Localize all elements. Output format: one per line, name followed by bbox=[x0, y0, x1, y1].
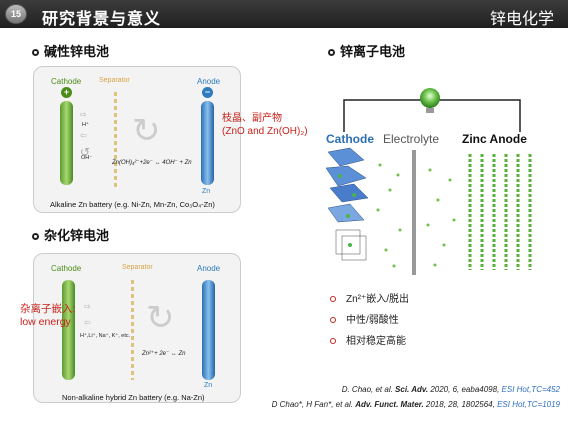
bullet-ring-icon bbox=[330, 296, 336, 303]
cathode-rod bbox=[60, 101, 73, 185]
zinc-ion-bullet: 中性/弱酸性 bbox=[330, 311, 399, 326]
zn-label: Zn bbox=[204, 382, 213, 389]
zinc-cathode-label: Cathode bbox=[326, 132, 374, 146]
separator-line bbox=[131, 280, 134, 380]
hybrid-equation: Zn²⁺+ 2e⁻ ↔ Zn bbox=[142, 351, 186, 357]
separator-label: Separator bbox=[122, 264, 153, 271]
zinc-ion-illustration: Cathode Electrolyte Zinc Anode bbox=[325, 88, 532, 275]
alkaline-diagram: Cathode Separator Anode + − H⁺ ⇨ ⇦ OH⁻ ↺… bbox=[33, 66, 241, 213]
alkaline-heading: 碱性锌电池 bbox=[32, 41, 109, 60]
arrow-right-icon: ⇨ bbox=[84, 302, 91, 311]
reference-1: D. Chao, et al. Sci. Adv. 2020, 6, eaba4… bbox=[341, 385, 560, 394]
alkaline-caption: Alkaline Zn battery (e.g. Ni-Zn, Mn-Zn, … bbox=[50, 200, 215, 209]
slide-number-badge: 15 bbox=[5, 4, 27, 24]
arrow-left-icon: ⇦ bbox=[84, 318, 91, 327]
bullet-circle-icon bbox=[32, 49, 39, 57]
cycle-arrow-icon: ↺ bbox=[80, 145, 91, 159]
hybrid-note: 杂离子嵌入: low energy bbox=[20, 303, 76, 328]
separator-label: Separator bbox=[99, 77, 130, 84]
electrolyte-label: Electrolyte bbox=[383, 132, 439, 146]
zn-label: Zn bbox=[202, 188, 211, 195]
bullet-circle-icon bbox=[328, 49, 335, 57]
hybrid-caption: Non-alkaline hybrid Zn battery (e.g. Na-… bbox=[62, 393, 205, 402]
zinc-ion-bullet: 相对稳定高能 bbox=[330, 332, 406, 347]
cathode-label: Cathode bbox=[51, 77, 82, 86]
alkaline-note: 枝晶、副产物 (ZnO and Zn(OH)₂) bbox=[222, 113, 308, 137]
cathode-label: Cathode bbox=[51, 264, 82, 273]
section-title: 锌电化学 bbox=[489, 11, 554, 28]
hybrid-ions-label: H⁺,Li⁺, Na⁺, K⁺, etc. bbox=[80, 333, 131, 339]
hybrid-heading: 杂化锌电池 bbox=[32, 225, 109, 244]
zinc-ion-diagram: Cathode Electrolyte Zinc Anode bbox=[320, 70, 560, 280]
minus-terminal-icon: − bbox=[202, 87, 213, 98]
oh-ion-label: OH⁻ bbox=[81, 155, 93, 161]
slide-header: 15 研究背景与意义 锌电化学 bbox=[0, 0, 568, 28]
zinc-ion-heading: 锌离子电池 bbox=[328, 41, 405, 60]
separator-line bbox=[114, 92, 117, 187]
electrolyte-separator bbox=[412, 150, 416, 275]
bullet-ring-icon bbox=[330, 317, 336, 324]
reaction-cycle-icon: ↻ bbox=[132, 112, 161, 150]
bullet-circle-icon bbox=[32, 233, 39, 241]
zinc-anode-columns bbox=[468, 154, 532, 270]
hybrid-diagram: Cathode Separator Anode ⇨ H⁺,Li⁺, Na⁺, K… bbox=[33, 253, 241, 403]
alkaline-equation: Zn(OH)₄²⁻+2e⁻ ↔ 4OH⁻ + Zn bbox=[112, 160, 192, 166]
anode-label: Anode bbox=[197, 77, 221, 86]
zn-ions bbox=[376, 163, 456, 268]
reaction-cycle-icon: ↻ bbox=[146, 299, 175, 337]
anode-rod bbox=[201, 101, 214, 185]
zinc-anode-label: Zinc Anode bbox=[462, 132, 527, 146]
arrow-left-icon: ⇦ bbox=[80, 131, 87, 140]
h-ion-label: H⁺ bbox=[82, 122, 89, 128]
zinc-ion-bullet: Zn²⁺嵌入/脱出 bbox=[330, 290, 409, 305]
cathode-crystals bbox=[325, 147, 369, 261]
anode-label: Anode bbox=[197, 264, 221, 273]
bullet-ring-icon bbox=[330, 338, 336, 345]
lightbulb-icon bbox=[420, 88, 440, 108]
cathode-rod bbox=[62, 280, 75, 380]
anode-rod bbox=[202, 280, 215, 380]
reference-2: D Chao*, H Fan*, et al. Adv. Funct. Mate… bbox=[271, 400, 560, 409]
arrow-right-icon: ⇨ bbox=[80, 110, 87, 119]
slide-title: 研究背景与意义 bbox=[42, 11, 162, 28]
plus-terminal-icon: + bbox=[61, 87, 72, 98]
